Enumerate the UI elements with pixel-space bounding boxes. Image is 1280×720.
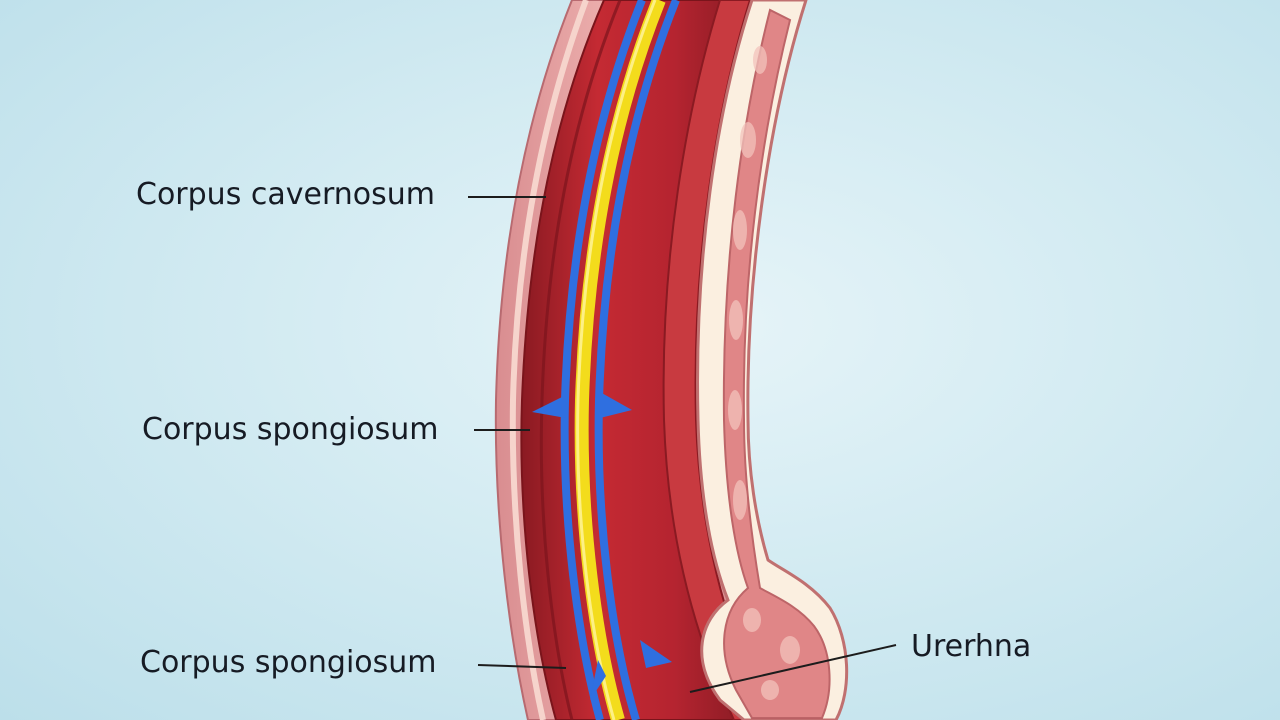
leader-line-urethra — [689, 644, 897, 693]
vessel-branch-bottom-right — [640, 640, 672, 668]
spongy-texture — [728, 46, 800, 700]
nerve-highlight — [576, 0, 657, 720]
cavernosum-inner-line — [539, 0, 622, 720]
label-corpus-spongiosum-bottom: Corpus spongiosum — [140, 645, 437, 680]
spongy-tissue — [722, 8, 831, 719]
skin-stripe — [509, 0, 589, 720]
label-urethra: Urerhna — [911, 629, 1032, 664]
vessel-branch-left — [532, 395, 566, 418]
blue-vessel-right — [594, 0, 680, 720]
vessel-branch-right — [600, 392, 632, 418]
yellow-nerve — [574, 0, 666, 720]
label-corpus-cavernosum: Corpus cavernosum — [136, 177, 435, 212]
vessel-branch-bottom-left — [590, 660, 606, 700]
label-corpus-spongiosum-middle: Corpus spongiosum — [142, 412, 439, 447]
leader-line-spongiosum-bottom — [477, 664, 567, 669]
